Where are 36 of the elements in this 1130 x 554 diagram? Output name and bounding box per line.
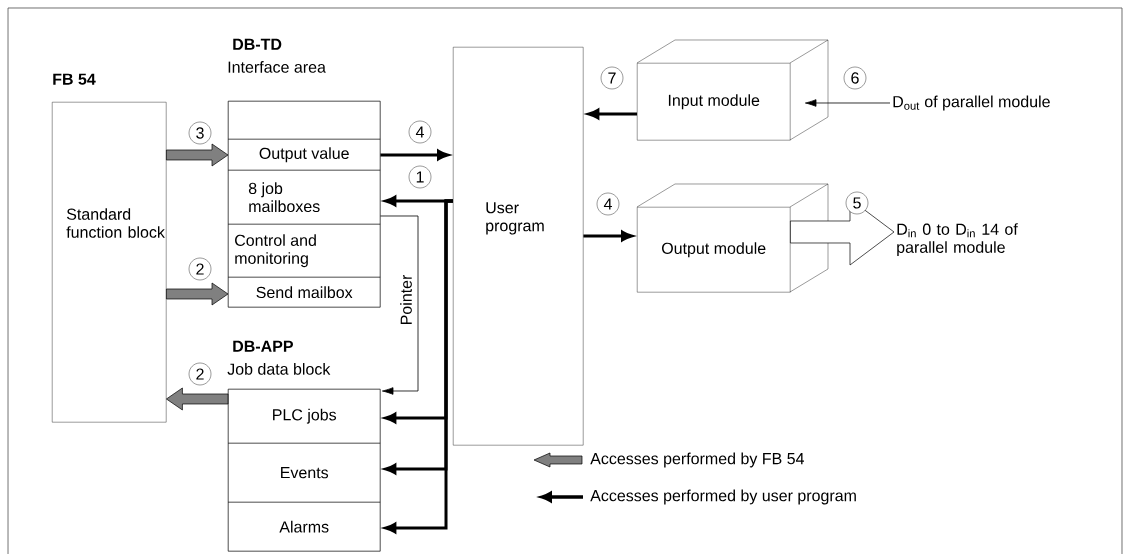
callout-number: 2 bbox=[188, 257, 212, 281]
hollow-arrow bbox=[166, 143, 229, 167]
table-cell: 8 job mailboxes bbox=[228, 170, 381, 225]
module-box: Input module bbox=[636, 39, 829, 141]
signal-label: D$_{in}$ 0 to D$_{in}$ 14 of parallel module bbox=[897, 223, 1018, 257]
table-cell: Alarms bbox=[228, 502, 381, 552]
callout-number: 6 bbox=[843, 66, 867, 90]
node-label: DB-APP bbox=[233, 340, 293, 352]
hollow-arrow bbox=[166, 282, 229, 306]
arrow bbox=[805, 99, 891, 107]
legend-label: Accesses performed by FB 54 bbox=[590, 452, 804, 468]
node-label: DB-TD bbox=[233, 38, 282, 50]
program-box: User program bbox=[453, 47, 584, 446]
module-box: Output module bbox=[636, 183, 829, 293]
table-cell bbox=[228, 101, 381, 140]
table-cell: Events bbox=[228, 443, 381, 503]
callout-number: 1 bbox=[408, 165, 432, 189]
node-label: Job data block bbox=[227, 363, 331, 375]
hollow-arrow bbox=[166, 387, 229, 411]
callout-number: 3 bbox=[188, 121, 212, 145]
table-cell: Control and monitoring bbox=[228, 224, 381, 278]
edge-label: Pointer bbox=[399, 273, 413, 327]
signal-label: D$_{out}$ of parallel module bbox=[893, 95, 1050, 111]
callout-number: 4 bbox=[408, 120, 432, 144]
node-label: FB 54 bbox=[53, 73, 96, 85]
legend-label: Accesses performed by user program bbox=[590, 489, 856, 505]
node-label: Interface area bbox=[228, 61, 326, 73]
callout-number: 2 bbox=[188, 362, 212, 386]
table-cell: Send mailbox bbox=[228, 277, 381, 308]
table-cell: PLC jobs bbox=[228, 389, 381, 444]
callout-number: 7 bbox=[600, 66, 624, 90]
callout-number: 5 bbox=[845, 191, 869, 215]
block-box: FB 54 Standard function block bbox=[52, 73, 167, 423]
table-cell: Output value bbox=[228, 139, 381, 171]
callout-number: 4 bbox=[596, 192, 620, 216]
arrow bbox=[380, 215, 419, 395]
